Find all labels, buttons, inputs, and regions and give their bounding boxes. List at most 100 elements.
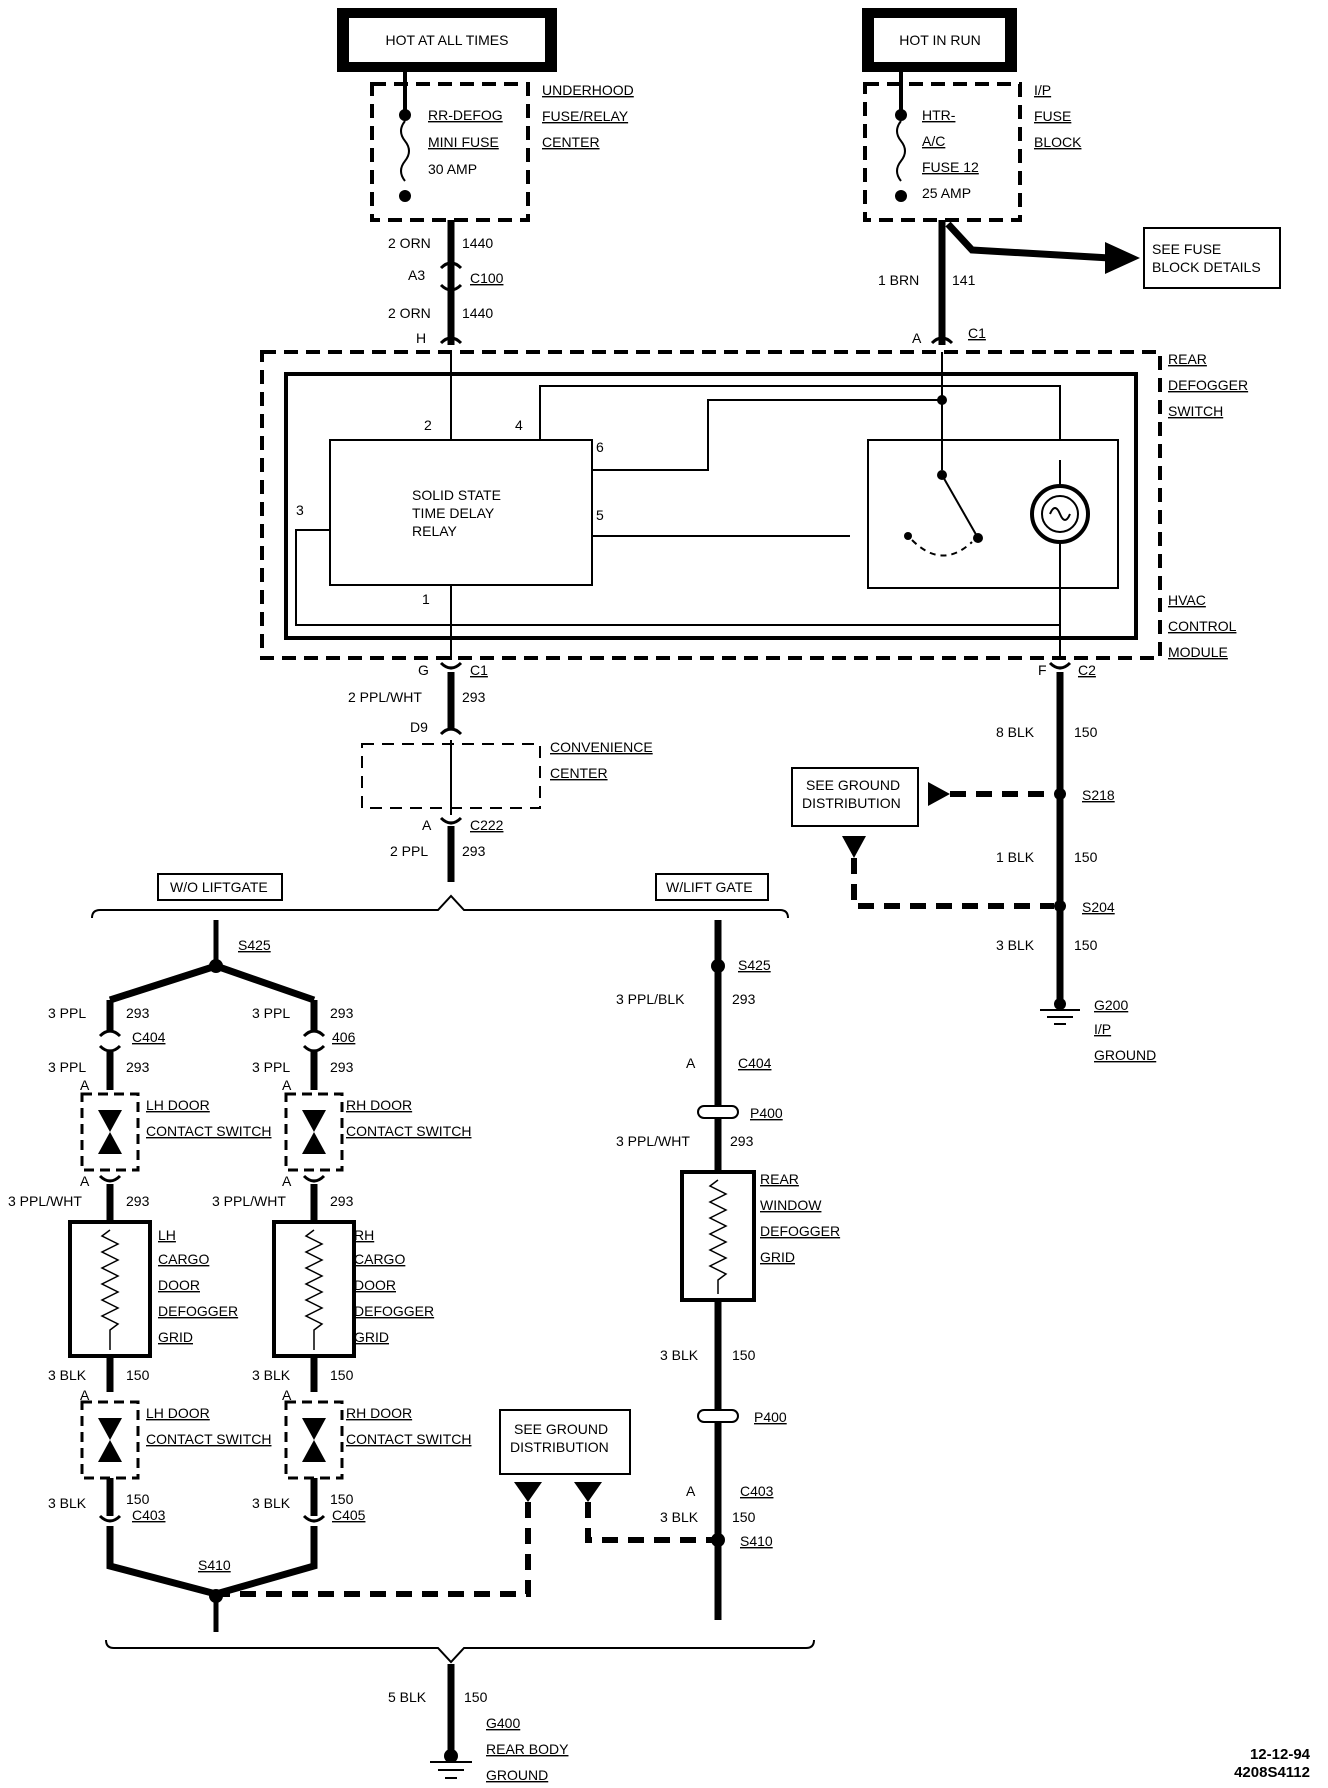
rr-defog-fuse-line-2: MINI FUSE <box>428 134 499 150</box>
svg-text:BLOCK DETAILS: BLOCK DETAILS <box>1152 259 1261 275</box>
hot-at-all-times-label: HOT AT ALL TIMES <box>386 32 509 48</box>
see-ground-distribution-box-2 <box>499 1409 631 1475</box>
svg-text:F: F <box>1038 662 1047 678</box>
svg-text:293: 293 <box>126 1193 150 1209</box>
svg-text:A: A <box>282 1387 292 1403</box>
svg-text:3 PPL/WHT: 3 PPL/WHT <box>212 1193 286 1209</box>
underhood-fuse-box <box>370 82 530 222</box>
svg-text:G: G <box>418 662 429 678</box>
svg-text:3 PPL/WHT: 3 PPL/WHT <box>616 1133 690 1149</box>
svg-text:1440: 1440 <box>462 235 493 251</box>
svg-text:293: 293 <box>462 843 486 859</box>
svg-text:3 BLK: 3 BLK <box>48 1495 87 1511</box>
svg-text:GRID: GRID <box>760 1249 795 1265</box>
svg-text:293: 293 <box>730 1133 754 1149</box>
svg-text:LH DOOR: LH DOOR <box>146 1097 210 1113</box>
svg-text:DOOR: DOOR <box>354 1277 396 1293</box>
ip-fuse-line-4: 25 AMP <box>922 185 971 201</box>
svg-text:G400: G400 <box>486 1715 520 1731</box>
svg-text:CONTACT SWITCH: CONTACT SWITCH <box>346 1123 471 1139</box>
svg-text:W/O LIFTGATE: W/O LIFTGATE <box>170 879 268 895</box>
svg-text:6: 6 <box>596 439 604 455</box>
rr-defog-fuse-line-3: 30 AMP <box>428 161 477 177</box>
solid-state-time-delay-relay <box>329 439 593 586</box>
svg-text:5: 5 <box>596 507 604 523</box>
svg-text:3 BLK: 3 BLK <box>660 1509 699 1525</box>
svg-text:150: 150 <box>1074 849 1098 865</box>
svg-text:C1: C1 <box>968 325 986 341</box>
svg-text:3 PPL: 3 PPL <box>48 1005 86 1021</box>
ground-flag-icon <box>928 782 950 806</box>
svg-text:A: A <box>912 330 922 346</box>
svg-text:GRID: GRID <box>354 1329 389 1345</box>
w-liftgate-tag <box>655 873 769 901</box>
svg-text:2: 2 <box>424 417 432 433</box>
svg-text:S425: S425 <box>738 957 771 973</box>
svg-text:A: A <box>422 817 432 833</box>
underhood-location-line-1: UNDERHOOD <box>542 82 634 98</box>
svg-text:I/P: I/P <box>1094 1021 1111 1037</box>
svg-text:150: 150 <box>732 1509 756 1525</box>
svg-text:RH: RH <box>354 1227 374 1243</box>
svg-text:W/LIFT GATE: W/LIFT GATE <box>666 879 753 895</box>
svg-text:S425: S425 <box>238 937 271 953</box>
date-stamp: 12-12-94 <box>1249 1746 1310 1763</box>
svg-text:S204: S204 <box>1082 899 1115 915</box>
svg-text:150: 150 <box>330 1367 354 1383</box>
svg-text:RELAY: RELAY <box>412 523 458 539</box>
svg-text:150: 150 <box>330 1491 354 1507</box>
svg-text:C403: C403 <box>132 1507 166 1523</box>
svg-text:3 BLK: 3 BLK <box>996 937 1035 953</box>
svg-text:2 ORN: 2 ORN <box>388 305 431 321</box>
defogger-switch-element <box>867 439 1119 589</box>
svg-text:3 BLK: 3 BLK <box>660 1347 699 1363</box>
svg-text:C222: C222 <box>470 817 504 833</box>
svg-text:293: 293 <box>126 1005 150 1021</box>
svg-text:G200: G200 <box>1094 997 1128 1013</box>
svg-text:GRID: GRID <box>158 1329 193 1345</box>
svg-text:SEE GROUND: SEE GROUND <box>514 1421 608 1437</box>
rh-door-contact-switch-1 <box>284 1092 344 1172</box>
ip-fuse-line-1: HTR- <box>922 107 956 123</box>
hot-in-run-label: HOT IN RUN <box>899 32 980 48</box>
svg-text:2 ORN: 2 ORN <box>388 235 431 251</box>
ip-fuse-box <box>863 82 1022 222</box>
svg-text:REAR: REAR <box>760 1171 799 1187</box>
ip-location-line-1: I/P <box>1034 82 1051 98</box>
figure-code: 4208S4112 <box>1234 1764 1310 1781</box>
svg-text:CARGO: CARGO <box>158 1251 209 1267</box>
svg-text:C404: C404 <box>738 1055 772 1071</box>
svg-text:SWITCH: SWITCH <box>1168 403 1223 419</box>
svg-text:LH: LH <box>158 1227 176 1243</box>
see-fuse-block-details-box <box>1143 227 1281 289</box>
svg-text:D9: D9 <box>410 719 428 735</box>
svg-text:1440: 1440 <box>462 305 493 321</box>
svg-text:TIME DELAY: TIME DELAY <box>412 505 495 521</box>
svg-text:406: 406 <box>332 1029 356 1045</box>
svg-text:293: 293 <box>732 991 756 1007</box>
svg-text:293: 293 <box>330 1193 354 1209</box>
svg-text:150: 150 <box>126 1367 150 1383</box>
svg-text:293: 293 <box>330 1059 354 1075</box>
svg-text:A: A <box>80 1387 90 1403</box>
svg-text:CONTROL: CONTROL <box>1168 618 1237 634</box>
svg-text:CONTACT SWITCH: CONTACT SWITCH <box>346 1431 471 1447</box>
svg-text:LH DOOR: LH DOOR <box>146 1405 210 1421</box>
svg-text:S410: S410 <box>198 1557 231 1573</box>
svg-text:A: A <box>686 1055 696 1071</box>
svg-text:A: A <box>80 1173 90 1189</box>
svg-text:3 BLK: 3 BLK <box>252 1495 291 1511</box>
svg-text:CARGO: CARGO <box>354 1251 405 1267</box>
svg-text:SEE GROUND: SEE GROUND <box>806 777 900 793</box>
svg-text:CONVENIENCE: CONVENIENCE <box>550 739 653 755</box>
svg-text:DOOR: DOOR <box>158 1277 200 1293</box>
svg-text:3 PPL: 3 PPL <box>48 1059 86 1075</box>
svg-text:GROUND: GROUND <box>486 1767 548 1783</box>
svg-text:WINDOW: WINDOW <box>760 1197 822 1213</box>
svg-text:DISTRIBUTION: DISTRIBUTION <box>802 795 901 811</box>
svg-text:DEFOGGER: DEFOGGER <box>760 1223 840 1239</box>
svg-text:CONTACT SWITCH: CONTACT SWITCH <box>146 1431 271 1447</box>
svg-text:SOLID STATE: SOLID STATE <box>412 487 501 503</box>
svg-text:150: 150 <box>732 1347 756 1363</box>
svg-text:8 BLK: 8 BLK <box>996 724 1035 740</box>
